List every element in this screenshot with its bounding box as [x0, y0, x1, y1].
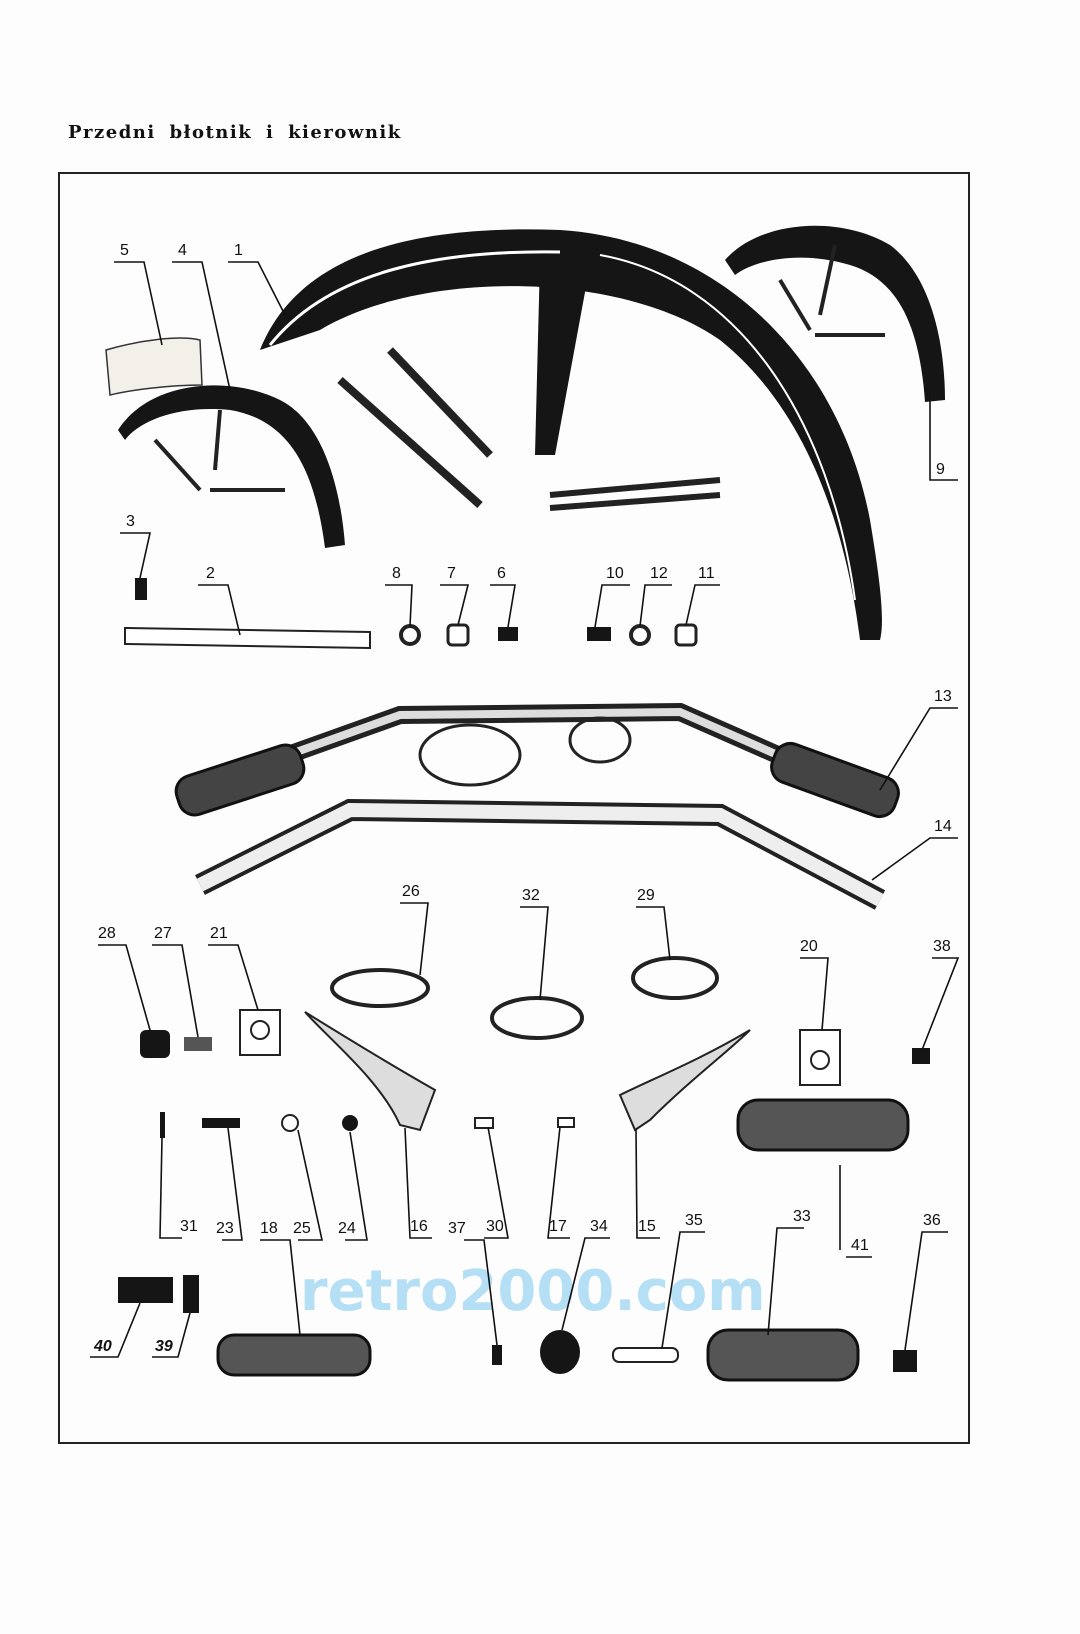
label-31: 31 [180, 1218, 198, 1235]
label-17: 17 [549, 1218, 567, 1235]
label-24: 24 [338, 1220, 356, 1237]
small-pins-row [160, 1112, 575, 1138]
handlebar-tube [195, 798, 886, 910]
leader-lines [90, 261, 960, 1358]
handlebar-assembly [174, 702, 900, 819]
label-29: 29 [637, 887, 655, 904]
label-33: 33 [793, 1208, 811, 1225]
small-fender-right [725, 225, 945, 402]
watermark: retro2000.com [300, 1259, 766, 1324]
label-23: 23 [216, 1220, 234, 1237]
fender-stay-strip [124, 626, 371, 650]
label-35: 35 [685, 1212, 703, 1229]
label-21: 21 [210, 925, 228, 942]
label-3: 3 [126, 513, 135, 530]
label-9: 9 [936, 461, 945, 478]
diagram-frame [58, 172, 970, 1444]
label-32: 32 [522, 887, 540, 904]
label-26: 26 [402, 883, 420, 900]
label-1: 1 [234, 242, 243, 259]
label-13: 13 [934, 688, 952, 705]
label-38: 38 [933, 938, 951, 955]
label-16: 16 [410, 1218, 428, 1235]
label-11: 11 [698, 565, 715, 582]
label-7: 7 [447, 565, 456, 582]
label-14: 14 [934, 818, 952, 835]
label-34: 34 [590, 1218, 608, 1235]
label-40: 40 [93, 1338, 112, 1355]
small-fender-left [118, 385, 345, 548]
label-28: 28 [98, 925, 116, 942]
small-hardware-row [399, 623, 698, 647]
label-5: 5 [120, 242, 129, 259]
label-20: 20 [800, 938, 818, 955]
label-12: 12 [650, 565, 668, 582]
cables [330, 956, 719, 1040]
label-8: 8 [392, 565, 401, 582]
label-25: 25 [293, 1220, 311, 1237]
label-37: 37 [448, 1220, 466, 1237]
fender-emblem [105, 337, 203, 396]
label-2: 2 [206, 565, 215, 582]
label-41: 41 [851, 1237, 869, 1254]
label-39: 39 [155, 1338, 173, 1355]
label-15: 15 [638, 1218, 656, 1235]
part-labels: 1 2 3 4 5 6 7 8 9 10 11 12 13 14 15 16 1… [93, 242, 952, 1355]
grips [118, 1098, 917, 1382]
levers-and-clamps [140, 1009, 930, 1132]
label-27: 27 [154, 925, 172, 942]
label-18: 18 [260, 1220, 278, 1237]
label-4: 4 [178, 242, 187, 259]
label-10: 10 [606, 565, 624, 582]
rivet [135, 578, 147, 600]
label-30: 30 [486, 1218, 504, 1235]
page-title: Przedni błotnik i kierownik [68, 122, 402, 143]
front-fender-large [260, 229, 882, 640]
label-36: 36 [923, 1212, 941, 1229]
label-6: 6 [497, 565, 506, 582]
